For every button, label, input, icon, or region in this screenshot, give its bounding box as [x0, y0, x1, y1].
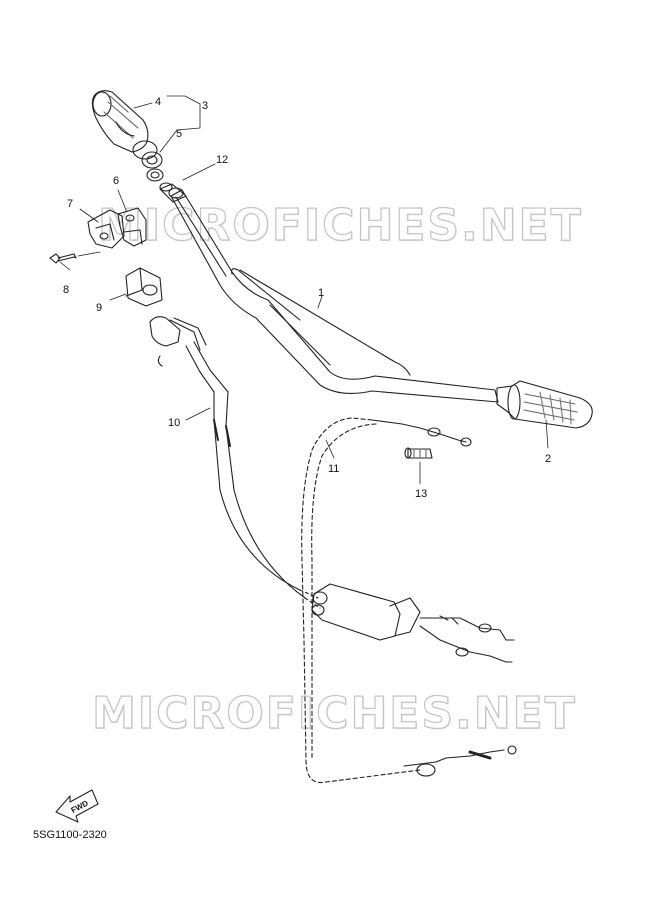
callout-9: 9 [96, 302, 102, 314]
throttle-housing [87, 207, 147, 249]
callout-12: 12 [216, 154, 228, 166]
callout-13: 13 [415, 488, 427, 500]
diagram-code: 5SG1100-2320 [33, 829, 107, 841]
screw [49, 253, 77, 264]
right-grip [496, 380, 593, 429]
callout-2: 2 [545, 453, 551, 465]
handlebar [168, 187, 499, 403]
watermark-bottom: MICROFICHES.NET [91, 687, 577, 739]
callout-5: 5 [176, 128, 182, 140]
throttle-grip [91, 90, 164, 182]
cable-11-ends [371, 419, 517, 777]
callout-6: 6 [113, 175, 119, 187]
cable-11 [301, 417, 421, 784]
callout-7: 7 [67, 198, 73, 210]
throttle-cover [125, 267, 163, 307]
callout-numbers: 4 3 5 12 6 7 8 9 1 10 11 2 13 FWD [63, 96, 551, 815]
cable-junction-block [311, 583, 515, 663]
callout-3: 3 [202, 100, 208, 112]
leader-lines [59, 95, 549, 485]
callout-11: 11 [328, 463, 339, 475]
callout-8: 8 [63, 284, 69, 296]
collar [159, 182, 187, 203]
callout-4: 4 [155, 96, 161, 108]
callout-10: 10 [168, 417, 180, 429]
cable-adjuster [404, 447, 433, 459]
throttle-cables [149, 316, 306, 599]
callout-1: 1 [318, 287, 324, 299]
fwd-arrow [55, 789, 99, 823]
